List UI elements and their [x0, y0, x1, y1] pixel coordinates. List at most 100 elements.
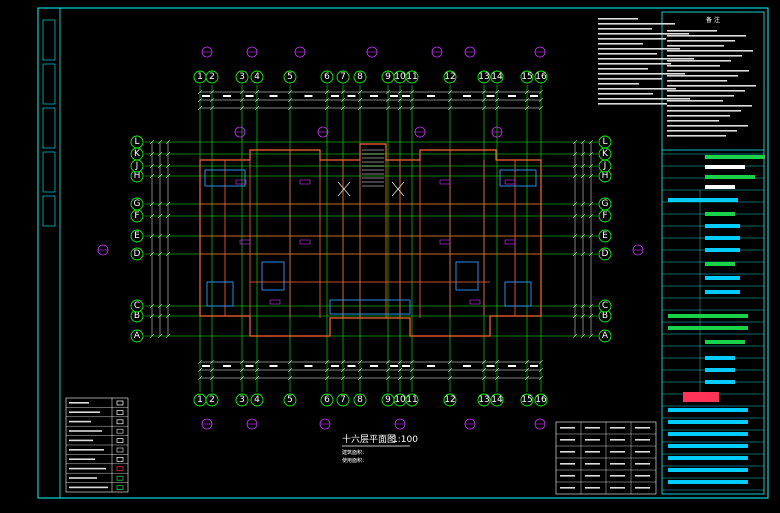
column-axis-bubble-bottom-9-label: 9 — [385, 395, 391, 405]
dimension-tick — [447, 89, 453, 95]
row-axis-bubble-left-B-label: B — [134, 311, 140, 321]
dimension-tick — [287, 375, 293, 381]
title-note-line — [667, 50, 753, 52]
column-axis-bubble-bottom-8-circle — [353, 393, 367, 407]
dimension-text-mark — [427, 95, 435, 97]
dimension-text-mark — [331, 95, 339, 97]
dimension-tick — [409, 105, 415, 111]
column-axis-bubble-top-2-circle — [205, 70, 219, 84]
title-block-entry — [705, 248, 740, 252]
row-axis-bubble-left-D-circle — [130, 247, 144, 261]
dimension-tick — [494, 367, 500, 373]
column-axis-bubble-bottom-6-circle — [320, 393, 334, 407]
dimension-tick — [157, 173, 163, 179]
row-axis-bubble-right-A-circle — [598, 329, 612, 343]
column-axis-bubble-top-1-label: 1 — [197, 72, 203, 82]
row-axis-bubble-left-G-circle — [130, 197, 144, 211]
title-block-entry — [668, 326, 748, 330]
room-fixture — [504, 281, 532, 307]
dimension-tick — [409, 375, 415, 381]
dimension-tick — [209, 375, 215, 381]
dimension-tick — [254, 105, 260, 111]
column-axis-bubble-bottom-15-circle — [520, 393, 534, 407]
area-table-cell-text — [560, 427, 575, 429]
dimension-tick — [209, 367, 215, 373]
column-axis-bubble-bottom-11-circle — [405, 393, 419, 407]
title-block-entry — [668, 432, 748, 436]
dimension-tick — [580, 151, 586, 157]
dimension-tick — [481, 89, 487, 95]
area-table-cell-text — [560, 487, 575, 489]
dimension-tick — [340, 105, 346, 111]
row-axis-bubble-left-F-label: F — [134, 211, 139, 221]
legend-symbol — [116, 457, 124, 462]
title-note-line — [667, 110, 741, 112]
row-axis-bubble-right-G-label: G — [602, 199, 609, 209]
legend-text-line — [69, 411, 100, 413]
column-axis-bubble-top-2-label: 2 — [209, 72, 215, 82]
legend-text-line — [69, 467, 106, 470]
general-notes — [598, 18, 694, 105]
title-block-entry — [668, 480, 748, 484]
dimension-tick — [524, 375, 530, 381]
title-note-line — [667, 65, 720, 67]
row-axis-bubble-left-E-label: E — [134, 231, 140, 241]
area-table-cell-text — [635, 451, 650, 453]
dimension-tick — [357, 367, 363, 373]
dimension-tick — [580, 233, 586, 239]
column-axis-bubble-top-12-circle — [443, 70, 457, 84]
title-block-entry — [705, 155, 765, 159]
row-axis-bubble-left-D-label: D — [134, 249, 141, 259]
note-line — [598, 103, 667, 105]
dimension-tick — [340, 97, 346, 103]
area-table-cell-text — [585, 427, 600, 429]
dimension-tick — [397, 367, 403, 373]
row-axis-bubble-right-C-circle — [598, 299, 612, 313]
row-axis-bubble-left-J-label: J — [135, 161, 139, 171]
note-line — [598, 93, 653, 95]
column-axis-bubble-bottom-14-label: 14 — [491, 395, 503, 405]
dimension-tick — [149, 213, 155, 219]
area-table-cell-text — [585, 463, 600, 465]
legend-text-line — [69, 402, 89, 404]
note-line — [598, 68, 648, 70]
legend-text-line — [69, 486, 108, 489]
title-block-rows — [662, 153, 765, 491]
title-note-line — [667, 80, 727, 82]
note-line — [598, 28, 652, 30]
note-line — [598, 88, 676, 90]
dimension-tick — [165, 333, 171, 339]
dimension-tick — [588, 303, 594, 309]
dimension-tick — [324, 367, 330, 373]
dimension-tick — [397, 359, 403, 365]
note-line — [598, 63, 671, 65]
dimension-text-mark — [530, 95, 538, 97]
dimension-tick — [447, 367, 453, 373]
title-block-entry — [668, 456, 748, 460]
title-block-entry — [705, 262, 735, 266]
dimension-tick — [385, 105, 391, 111]
column-axis-bubble-bottom-8-label: 8 — [357, 395, 363, 405]
dimension-tick — [287, 105, 293, 111]
dimension-tick — [165, 213, 171, 219]
row-axis-bubble-right-C-label: C — [602, 301, 608, 311]
dimension-tick — [149, 201, 155, 207]
area-table-cell-text — [610, 463, 625, 465]
column-axis-bubble-bottom-5-label: 5 — [287, 395, 293, 405]
row-axis-bubble-right-L-circle — [598, 135, 612, 149]
title-block-entry — [705, 380, 735, 384]
room-tag — [235, 179, 247, 185]
dimension-tick — [324, 105, 330, 111]
row-axis-bubble-right-H-label: H — [602, 171, 609, 181]
dimension-tick — [494, 375, 500, 381]
binding-strip-cells — [42, 19, 56, 227]
title-block-entry — [668, 468, 748, 472]
dimension-tick — [385, 359, 391, 365]
column-axis-bubble-top-4-circle — [250, 70, 264, 84]
area-table-cell-text — [585, 451, 600, 453]
dimension-tick — [357, 97, 363, 103]
exterior-wall — [199, 143, 542, 337]
dimension-text-mark — [427, 365, 435, 367]
dimension-tick — [157, 163, 163, 169]
